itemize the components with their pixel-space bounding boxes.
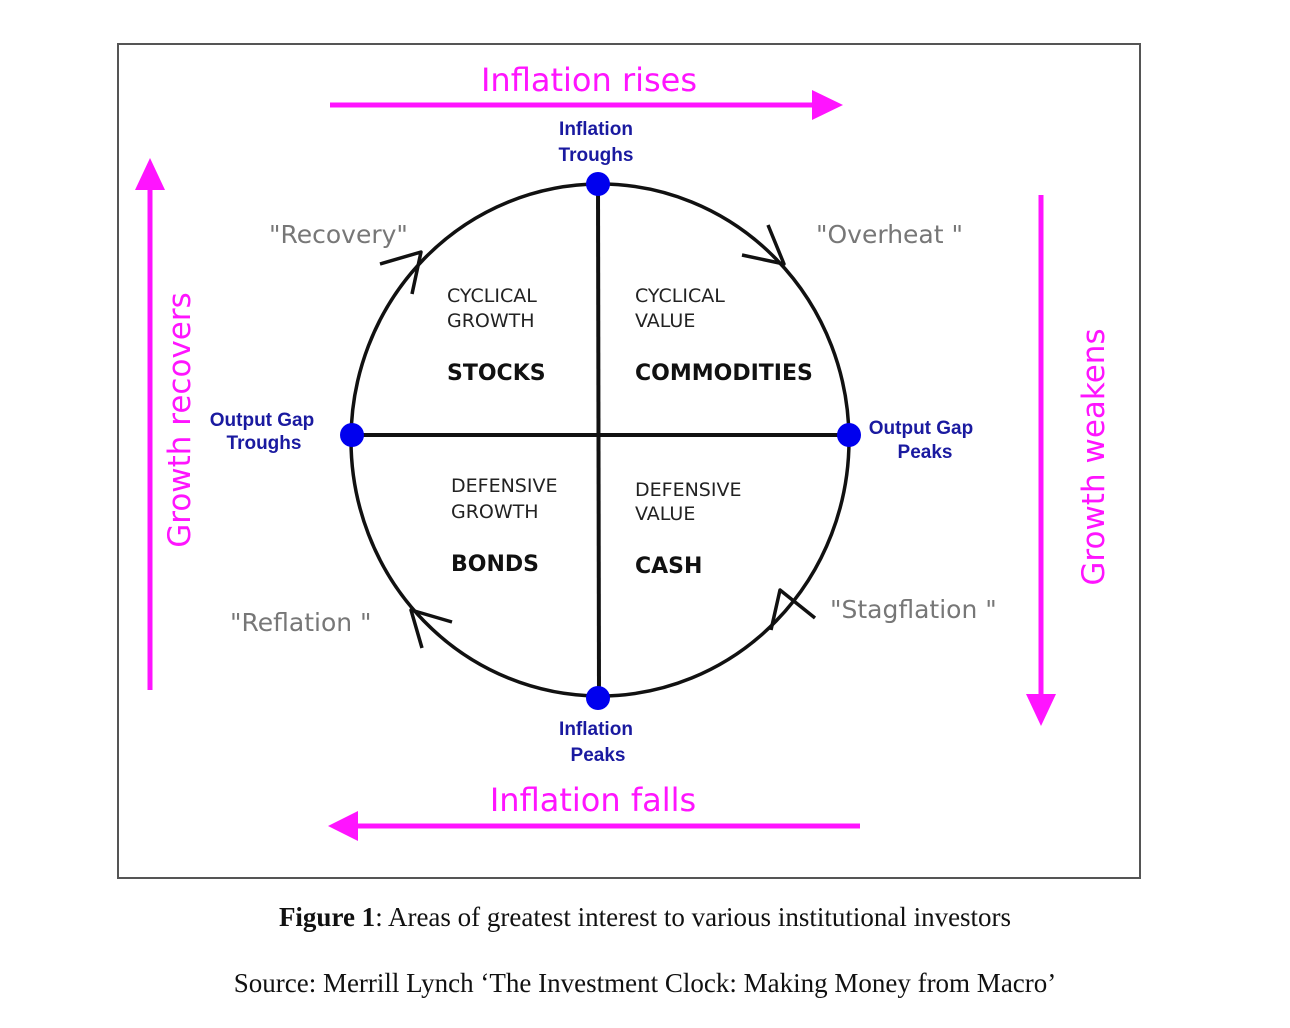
vertical-axis	[596, 183, 601, 699]
figure-label: Figure 1	[278, 902, 376, 932]
inflation-peaks-dot	[586, 686, 610, 710]
overheat-chevron	[741, 224, 786, 266]
inflation-rises-arrow	[330, 90, 843, 120]
inflation-peaks-label-1: Inflation	[559, 719, 633, 740]
top-right-line1: CYCLICAL	[635, 285, 725, 307]
output-gap-troughs-label-2: Troughs	[227, 433, 302, 454]
overheat-label: "Overheat "	[816, 220, 963, 249]
inflation-troughs-label-2: Troughs	[559, 145, 634, 166]
stagflation-label: "Stagflation "	[830, 595, 997, 624]
growth-weakens-label: Growth weakens	[1076, 328, 1112, 585]
bottom-left-asset: BONDS	[451, 552, 539, 577]
top-right-asset: COMMODITIES	[635, 361, 813, 386]
diagram-frame	[117, 43, 1141, 879]
growth-weakens-arrow	[1026, 195, 1056, 726]
top-left-line1: CYCLICAL	[447, 285, 537, 307]
figure-caption: Figure 1: Areas of greatest interest to …	[0, 902, 1290, 933]
top-left-line2: GROWTH	[447, 310, 535, 332]
inflation-rises-label: Inflation rises	[481, 61, 697, 99]
output-gap-peaks-dot	[837, 423, 861, 447]
recovery-chevron	[379, 250, 423, 295]
stagflation-chevron	[769, 588, 817, 631]
bottom-right-line1: DEFENSIVE	[635, 479, 741, 501]
output-gap-peaks-label-1: Output Gap	[869, 418, 973, 439]
figure-text: : Areas of greatest interest to various …	[375, 902, 1012, 932]
output-gap-peaks-label-2: Peaks	[898, 442, 953, 463]
output-gap-troughs-dot	[340, 423, 364, 447]
output-gap-troughs-label-1: Output Gap	[210, 410, 314, 431]
growth-recovers-arrow	[135, 158, 165, 690]
inflation-falls-arrow	[328, 811, 860, 841]
source-caption: Source: Merrill Lynch ‘The Investment Cl…	[233, 968, 1057, 998]
reflation-label: "Reflation "	[230, 608, 372, 637]
inflation-troughs-label-1: Inflation	[559, 119, 633, 140]
recovery-label: "Recovery"	[269, 220, 408, 249]
inflation-peaks-label-2: Peaks	[571, 745, 626, 766]
bottom-left-line2: GROWTH	[451, 501, 539, 523]
inflation-falls-label: Inflation falls	[490, 781, 696, 819]
bottom-right-asset: CASH	[635, 554, 702, 579]
bottom-right-line2: VALUE	[635, 503, 695, 525]
top-right-line2: VALUE	[635, 310, 695, 332]
inflation-troughs-dot	[586, 172, 610, 196]
top-left-asset: STOCKS	[447, 361, 546, 386]
reflation-chevron	[409, 608, 453, 649]
bottom-left-line1: DEFENSIVE	[451, 475, 557, 497]
growth-recovers-label: Growth recovers	[162, 292, 198, 548]
